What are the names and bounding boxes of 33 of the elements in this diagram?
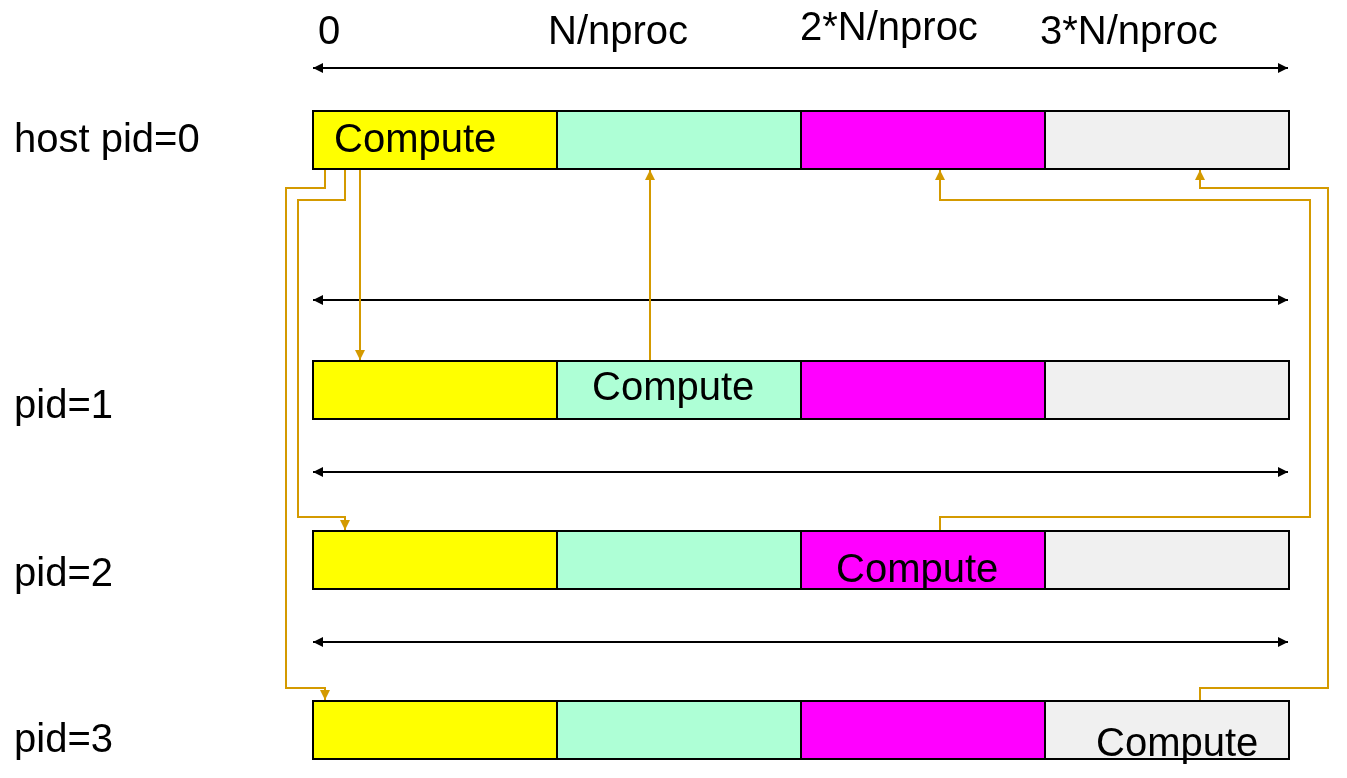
arrow bbox=[935, 169, 1311, 531]
segment-bar bbox=[556, 360, 802, 420]
segment-bar bbox=[800, 700, 1046, 760]
segment-bar bbox=[312, 700, 558, 760]
axis-tick-label: N/nproc bbox=[548, 10, 689, 50]
arrow bbox=[645, 169, 655, 361]
segment-bar bbox=[312, 360, 558, 420]
segment-bar bbox=[556, 530, 802, 590]
segment-bar bbox=[312, 110, 558, 170]
segment-label: Compute bbox=[836, 548, 999, 588]
segment-bar bbox=[1044, 530, 1290, 590]
segment-bar bbox=[1044, 110, 1290, 170]
segment-bar bbox=[556, 700, 802, 760]
row-label: pid=1 bbox=[14, 384, 113, 424]
axis-tick-label: 2*N/nproc bbox=[800, 6, 978, 46]
segment-bar bbox=[800, 110, 1046, 170]
segment-bar bbox=[556, 110, 802, 170]
row-label: host pid=0 bbox=[14, 118, 200, 158]
segment-label: Compute bbox=[334, 118, 497, 158]
segment-bar bbox=[312, 530, 558, 590]
axis-tick-label: 0 bbox=[318, 10, 341, 50]
segment-bar bbox=[1044, 360, 1290, 420]
segment-label: Compute bbox=[592, 366, 755, 406]
arrow bbox=[285, 169, 330, 701]
segment-label: Compute bbox=[1096, 722, 1259, 762]
row-label: pid=3 bbox=[14, 718, 113, 758]
arrow bbox=[355, 169, 365, 361]
segment-bar bbox=[800, 360, 1046, 420]
row-label: pid=2 bbox=[14, 552, 113, 592]
arrow bbox=[1195, 169, 1329, 701]
arrow bbox=[297, 169, 350, 531]
segment-bar bbox=[800, 530, 1046, 590]
axis-tick-label: 3*N/nproc bbox=[1040, 10, 1218, 50]
